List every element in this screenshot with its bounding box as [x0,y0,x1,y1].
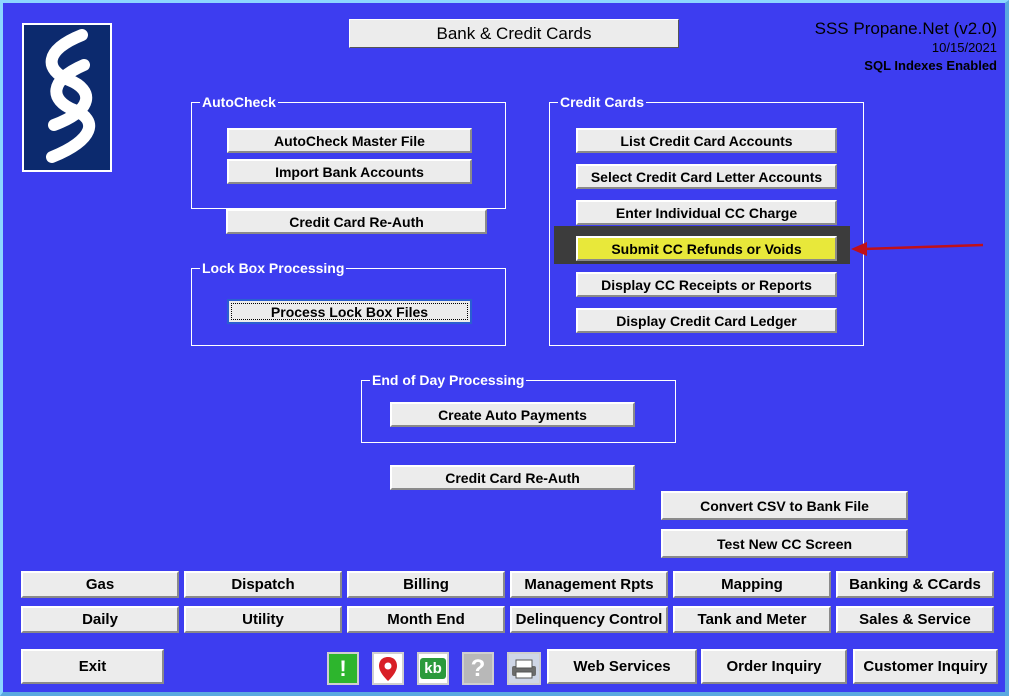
sql-status: SQL Indexes Enabled [864,58,997,73]
convert-csv-to-bank-file-button[interactable]: Convert CSV to Bank File [661,491,908,520]
order-inquiry-button[interactable]: Order Inquiry [701,649,847,684]
autocheck-master-file-button[interactable]: AutoCheck Master File [227,128,472,153]
nav-utility-button[interactable]: Utility [184,606,342,633]
nav-sales-service-button[interactable]: Sales & Service [836,606,994,633]
exit-button[interactable]: Exit [21,649,164,684]
app-name: SSS Propane.Net (v2.0) [814,19,997,38]
autocheck-group-label: AutoCheck [200,94,278,110]
nav-dispatch-button[interactable]: Dispatch [184,571,342,598]
test-new-cc-screen-button[interactable]: Test New CC Screen [661,529,908,558]
nav-month-end-button[interactable]: Month End [347,606,505,633]
printer-icon[interactable] [507,652,541,685]
company-logo [22,23,112,172]
display-credit-card-ledger-button[interactable]: Display Credit Card Ledger [576,308,837,333]
kb-icon[interactable]: kb [417,652,449,685]
list-credit-card-accounts-button[interactable]: List Credit Card Accounts [576,128,837,153]
select-cc-letter-accounts-button[interactable]: Select Credit Card Letter Accounts [576,164,837,189]
credit-cards-group: Credit Cards [549,94,864,346]
web-services-button[interactable]: Web Services [547,649,697,684]
nav-gas-button[interactable]: Gas [21,571,179,598]
map-pin-shape [379,656,397,681]
customer-inquiry-button[interactable]: Customer Inquiry [853,649,998,684]
credit-cards-group-label: Credit Cards [558,94,647,110]
create-auto-payments-button[interactable]: Create Auto Payments [390,402,635,427]
alert-icon[interactable]: ! [327,652,359,685]
end-of-day-group: End of Day Processing [361,372,676,443]
help-glyph: ? [470,654,486,682]
logo-swirl-icon [45,29,96,163]
process-lockbox-files-button[interactable]: Process Lock Box Files [227,299,472,324]
nav-billing-button[interactable]: Billing [347,571,505,598]
red-arrow-icon [851,242,984,256]
kb-glyph: kb [420,658,446,679]
enter-individual-cc-charge-button[interactable]: Enter Individual CC Charge [576,200,837,225]
import-bank-accounts-button[interactable]: Import Bank Accounts [227,159,472,184]
nav-mapping-button[interactable]: Mapping [673,571,831,598]
nav-banking-ccards-button[interactable]: Banking & CCards [836,571,994,598]
map-pin-icon[interactable] [372,652,404,685]
credit-card-reauth-left-button[interactable]: Credit Card Re-Auth [226,209,487,234]
autocheck-group: AutoCheck [191,94,506,209]
nav-management-rpts-button[interactable]: Management Rpts [510,571,668,598]
help-icon[interactable]: ? [462,652,494,685]
page-title: Bank & Credit Cards [349,19,679,48]
display-cc-receipts-button[interactable]: Display CC Receipts or Reports [576,272,837,297]
current-date: 10/15/2021 [931,40,997,55]
alert-glyph: ! [339,655,347,681]
printer-shape [512,659,536,678]
submit-cc-refunds-voids-button[interactable]: Submit CC Refunds or Voids [576,236,837,261]
nav-daily-button[interactable]: Daily [21,606,179,633]
lockbox-group: Lock Box Processing [191,260,506,346]
nav-delinquency-control-button[interactable]: Delinquency Control [510,606,668,633]
end-of-day-group-label: End of Day Processing [370,372,527,388]
nav-tank-and-meter-button[interactable]: Tank and Meter [673,606,831,633]
lockbox-group-label: Lock Box Processing [200,260,347,276]
credit-card-reauth-center-button[interactable]: Credit Card Re-Auth [390,465,635,490]
